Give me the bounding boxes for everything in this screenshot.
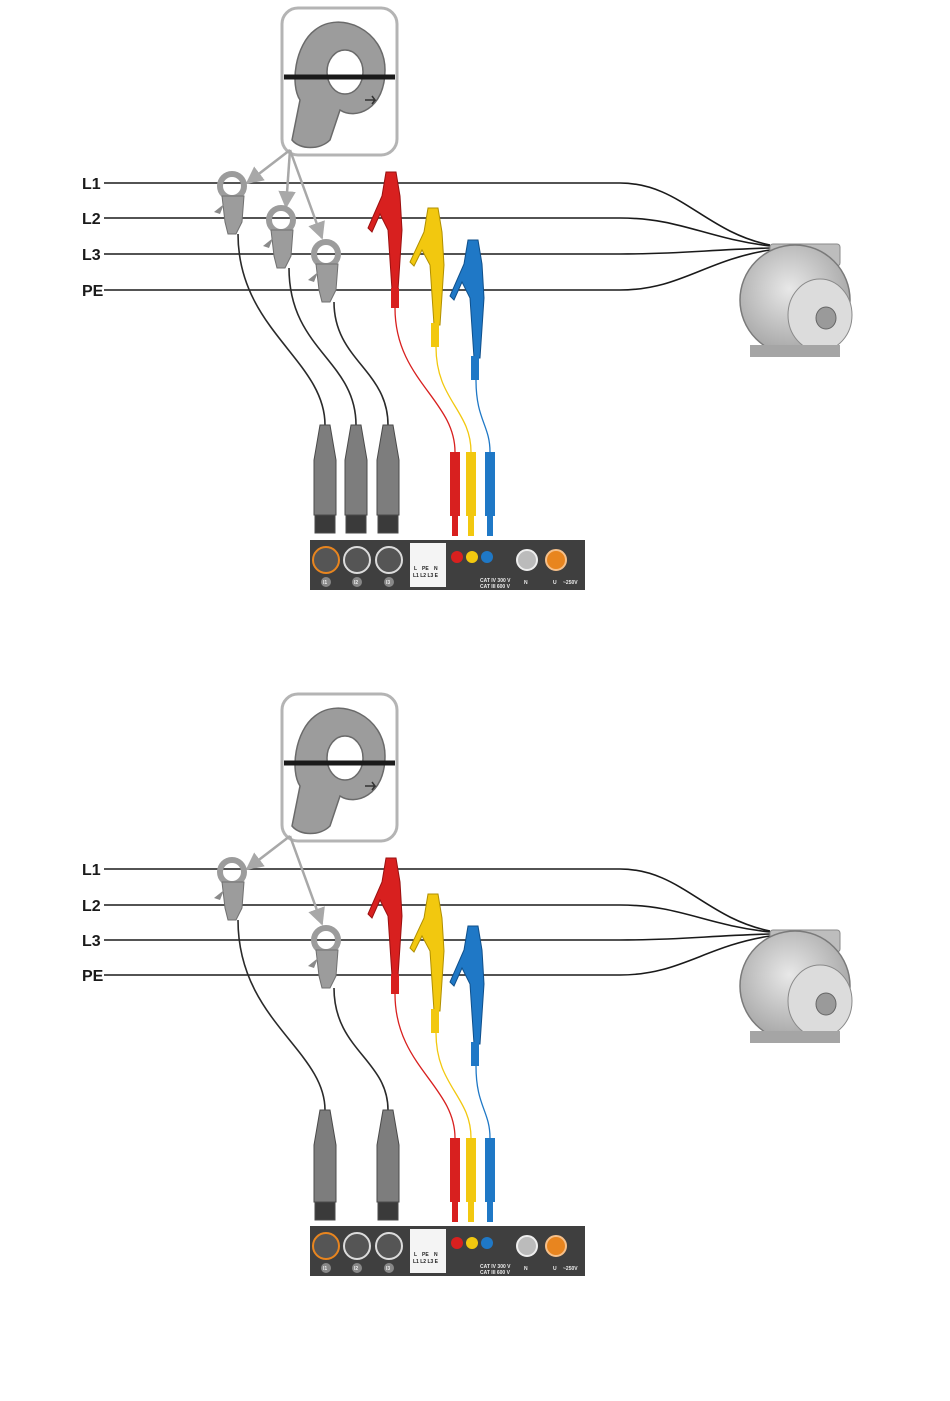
clamp-cables-2 [238, 920, 388, 1110]
term-l: L [414, 566, 417, 572]
current-clamp-2 [263, 208, 293, 268]
clamp-plugs [314, 425, 399, 533]
clamp-detail-inset [282, 8, 397, 155]
term-l-2: L [414, 1252, 417, 1258]
inset-arrows-2 [247, 836, 322, 924]
term-n-2: N [434, 1252, 438, 1258]
clamp-input-i2-2: I2 [354, 1266, 358, 1272]
inset-arrows [247, 150, 322, 238]
meter-panel-2: I1 I2 I3 L PE N L1 L2 L3 E CAT IV 300 V … [310, 1226, 585, 1276]
input-u-label: U [553, 580, 557, 586]
cat-rating-2: CAT III 600 V [480, 584, 511, 590]
volt-rating-2: ~250V [563, 1266, 578, 1272]
voltage-clip-yellow [410, 208, 471, 452]
voltage-clip-blue-2 [450, 926, 490, 1138]
label-pe-2: PE [82, 968, 104, 985]
voltage-clip-blue [450, 240, 490, 452]
term-pe: PE [422, 566, 429, 572]
label-l2-2: L2 [82, 898, 101, 915]
current-clamp-3 [308, 242, 338, 302]
term-sub-2: L1 L2 L3 E [413, 1259, 439, 1265]
banana-plugs-2 [450, 1138, 495, 1222]
label-l1-2: L1 [82, 862, 101, 879]
diagram-bottom: L1 L2 L3 PE [82, 694, 852, 1276]
meter-panel: I1 I2 I3 L PE N L1 L2 L3 E CAT IV 300 V … [310, 540, 585, 590]
label-l2: L2 [82, 211, 101, 228]
diagram-top: L1 L2 L3 PE [82, 8, 852, 590]
clamp-input-i1: I1 [323, 580, 327, 586]
label-l1: L1 [82, 176, 101, 193]
label-l3: L3 [82, 247, 101, 264]
clamp-plugs-2 [314, 1110, 399, 1220]
cat-rating-2-2: CAT III 600 V [480, 1270, 511, 1276]
banana-plugs [450, 452, 495, 536]
clamp-input-i2: I2 [354, 580, 358, 586]
clamp-input-i1-2: I1 [323, 1266, 327, 1272]
term-sub: L1 L2 L3 E [413, 573, 439, 579]
term-pe-2: PE [422, 1252, 429, 1258]
current-clamp-3-2 [308, 928, 338, 988]
input-n-label: N [524, 580, 528, 586]
volt-rating: ~250V [563, 580, 578, 586]
clamp-input-i3-2: I3 [386, 1266, 390, 1272]
voltage-clip-red [368, 172, 455, 452]
label-l3-2: L3 [82, 933, 101, 950]
input-u-label-2: U [553, 1266, 557, 1272]
clamp-input-i3: I3 [386, 580, 390, 586]
label-pe: PE [82, 283, 104, 300]
voltage-clip-yellow-2 [410, 894, 471, 1138]
input-n-label-2: N [524, 1266, 528, 1272]
motor [740, 244, 852, 357]
term-n: N [434, 566, 438, 572]
motor-2 [740, 930, 852, 1043]
clamp-cables [238, 234, 388, 425]
clamp-detail-inset-2 [282, 694, 397, 841]
voltage-clip-red-2 [368, 858, 455, 1138]
